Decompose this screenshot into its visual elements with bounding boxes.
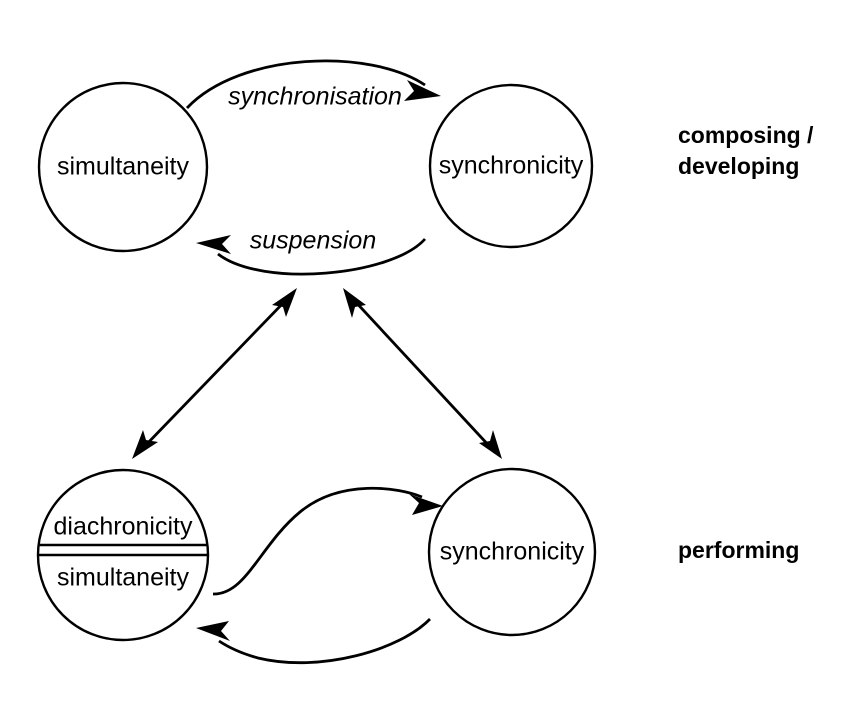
edge-right-diagonal-arrowhead-top — [343, 288, 366, 318]
edge-right-diagonal-path — [350, 297, 494, 450]
edge-right-diagonal[interactable] — [343, 288, 502, 459]
edge-suspension-label: suspension — [250, 227, 376, 255]
node-top-right[interactable]: synchronicity — [428, 83, 594, 249]
edge-bottom-return-path — [218, 618, 432, 665]
edge-synchronisation-path — [185, 59, 426, 109]
edge-bottom-forward-arrowhead — [409, 494, 443, 515]
group-label-composing-developing: composing / developing — [678, 122, 814, 179]
edge-bottom-forward[interactable] — [212, 486, 443, 596]
group-label-performing: performing — [678, 537, 799, 563]
edge-bottom-return-arrowhead — [196, 621, 230, 641]
edge-suspension-arrowhead — [196, 235, 231, 254]
node-bottom-left-label-lower: simultaneity — [57, 564, 189, 592]
edge-synchronisation-label: synchronisation — [228, 83, 402, 111]
node-bottom-right-label: synchronicity — [440, 538, 585, 566]
group-label-composing-developing-line2: developing — [678, 153, 799, 179]
edge-suspension-path — [217, 238, 427, 276]
group-label-performing-line1: performing — [678, 537, 799, 563]
edge-bottom-return[interactable] — [196, 618, 432, 665]
node-top-left-circle — [37, 81, 209, 253]
node-bottom-left[interactable]: diachronicity simultaneity — [36, 468, 210, 642]
node-top-right-circle — [428, 83, 594, 249]
node-top-left-label: simultaneity — [57, 153, 189, 181]
node-bottom-left-label-upper: diachronicity — [54, 513, 193, 541]
node-top-right-label: synchronicity — [439, 152, 584, 180]
edge-synchronisation[interactable]: synchronisation — [185, 59, 441, 111]
edge-left-diagonal[interactable] — [132, 288, 297, 459]
node-bottom-right[interactable]: synchronicity — [427, 467, 597, 637]
edge-synchronisation-arrowhead — [404, 80, 441, 101]
edge-left-diagonal-path — [141, 297, 290, 449]
group-label-composing-developing-line1: composing / — [678, 122, 814, 148]
edge-suspension[interactable]: suspension — [196, 227, 427, 276]
edge-right-diagonal-arrowhead-bottom — [479, 430, 502, 459]
node-top-left[interactable]: simultaneity — [37, 81, 209, 253]
node-bottom-right-circle — [427, 467, 597, 637]
edge-bottom-forward-path — [212, 486, 423, 596]
edge-left-diagonal-arrowhead-top — [272, 288, 297, 317]
edge-left-diagonal-arrowhead-bottom — [132, 430, 158, 459]
